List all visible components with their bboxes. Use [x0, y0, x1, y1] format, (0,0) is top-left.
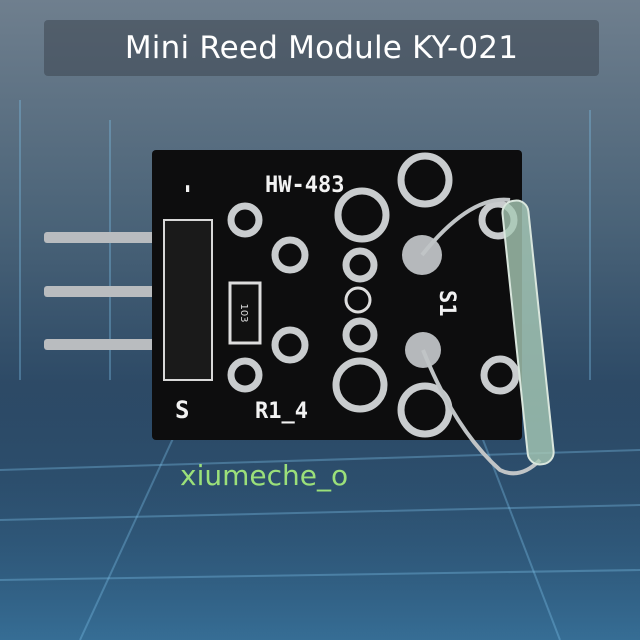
resistor-code: 103: [238, 303, 249, 322]
reed-lead-top: [420, 197, 511, 257]
smd-resistor: [228, 281, 262, 345]
solder-pads: [227, 152, 520, 438]
reed-glass-tube: [501, 199, 555, 466]
header-pins: [44, 232, 169, 350]
pin-signal-label: S: [175, 396, 189, 424]
model-label: HW-483: [265, 173, 344, 198]
page-title: Mini Reed Module KY-021: [124, 30, 519, 66]
resistor-label: R1_4: [255, 399, 308, 424]
pin-minus-label: -: [175, 182, 200, 195]
reed-lead-bottom: [421, 349, 542, 476]
title-banner: Mini Reed Module KY-021: [44, 20, 599, 76]
watermark: xiumeche_o: [180, 459, 348, 492]
pin-header: [163, 219, 213, 381]
switch-label: S1: [434, 290, 459, 317]
